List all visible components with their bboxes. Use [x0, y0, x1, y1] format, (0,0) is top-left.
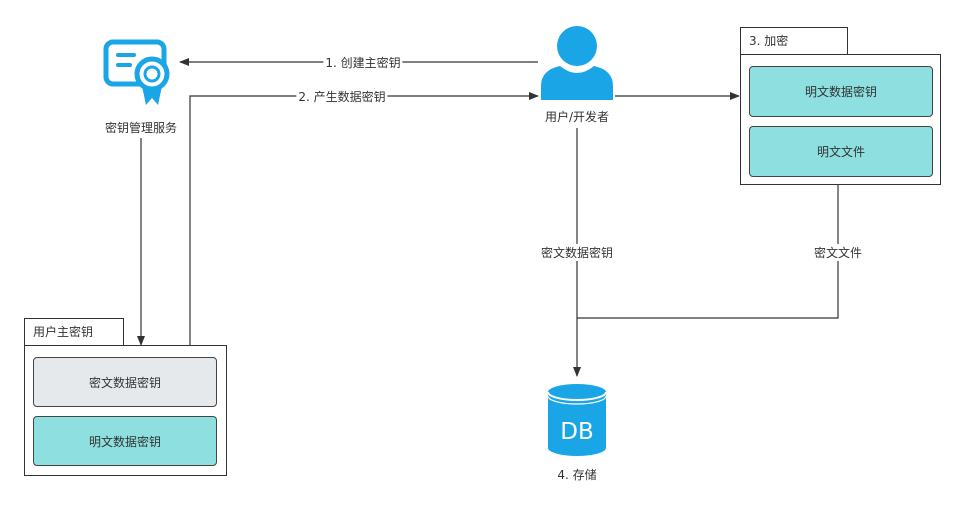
encrypt-tab: 3. 加密: [740, 27, 848, 55]
plaintext-file-box: 明文文件: [749, 126, 933, 177]
user-label: 用户/开发者: [544, 110, 610, 124]
database-icon: DB: [547, 384, 607, 456]
label-ciphertext-data-key: 密文数据密钥: [538, 244, 616, 261]
db-icon-text: DB: [560, 419, 594, 445]
ciphertext-data-key-box: 密文数据密钥: [33, 357, 217, 407]
user-master-key-tab: 用户主密钥: [24, 318, 124, 346]
edge-ciphertext-file: [577, 185, 839, 319]
label-create-master-key: 1. 创建主密钥: [323, 54, 403, 71]
encrypt-group: 明文数据密钥 明文文件: [740, 54, 941, 185]
label-generate-data-key: 2. 产生数据密钥: [296, 88, 388, 105]
label-ciphertext-file: 密文文件: [811, 244, 865, 261]
kms-label: 密钥管理服务: [104, 121, 178, 135]
certificate-icon: [103, 39, 170, 105]
plaintext-data-key-box: 明文数据密钥: [33, 416, 217, 466]
plaintext-data-key-box: 明文数据密钥: [749, 66, 933, 117]
user-icon: [541, 26, 613, 100]
edge-generate-data-key: [189, 92, 539, 346]
db-label: 4. 存储: [557, 468, 597, 482]
user-master-key-group: 密文数据密钥 明文数据密钥: [24, 345, 227, 476]
